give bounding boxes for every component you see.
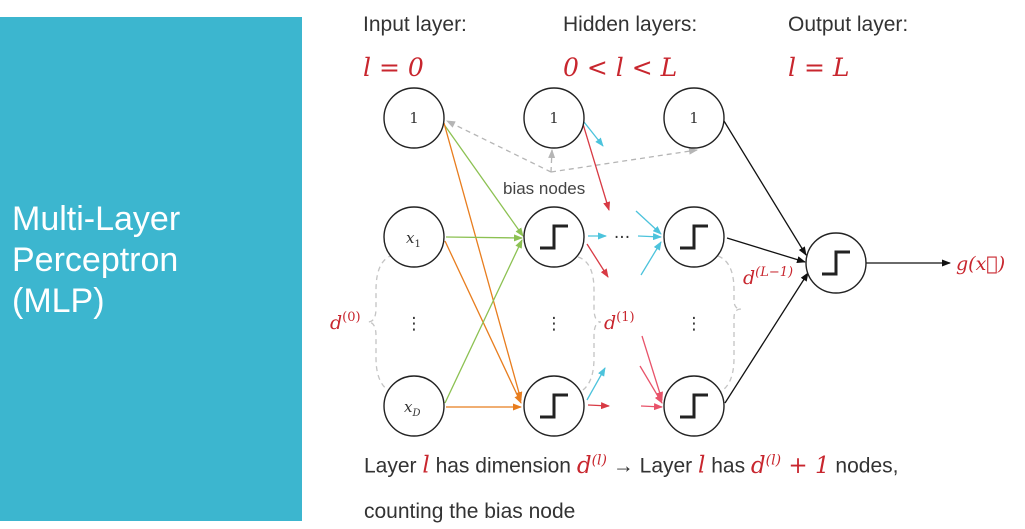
- slide-title-line-2: Perceptron: [12, 241, 179, 279]
- input-node-x1: [383, 206, 445, 268]
- step-function-icon: [680, 224, 708, 250]
- input-layer-header: Input layer:: [363, 13, 467, 36]
- bias-nodes-label: bias nodes: [503, 179, 585, 198]
- hidden1-vdots: ⋮: [546, 314, 563, 334]
- title-panel: [0, 17, 302, 521]
- caption-math-l: l: [422, 452, 430, 479]
- input-layer: 1 x1 ⋮ xD: [383, 87, 445, 437]
- input-layer-index: l = 0: [363, 53, 424, 82]
- hidden1-bias-node: [523, 87, 585, 149]
- caption-text: Layer: [364, 454, 423, 478]
- caption-line-2: counting the bias node: [364, 500, 576, 523]
- slide-title: Multi-Layer Perceptron (MLP): [12, 199, 302, 322]
- input-x1-label: x1: [406, 229, 421, 250]
- hidden-hdots: ···: [614, 228, 630, 248]
- step-function-icon: [680, 393, 708, 419]
- hidden-layer-1: 1 ⋮: [523, 87, 585, 437]
- input-vdots: ⋮: [406, 314, 423, 334]
- input-bias-label: 1: [409, 109, 419, 127]
- step-function-icon: [822, 250, 850, 276]
- step-function-icon: [540, 224, 568, 250]
- caption-text: → Layer: [606, 454, 699, 478]
- caption-math-l: l: [698, 452, 706, 479]
- output-layer: [805, 232, 867, 294]
- dim-d0-label: d(0): [330, 310, 361, 334]
- caption-line-1: Layer l has dimension d(l) → Layer l has…: [364, 452, 1024, 479]
- hidden-last-bias-label: 1: [689, 109, 699, 127]
- output-layer-header: Output layer:: [788, 13, 908, 36]
- hidden1-edges: [582, 121, 611, 410]
- input-xD-label: xD: [404, 398, 421, 419]
- input-edges: [442, 122, 524, 411]
- hidden-layers-header: Hidden layers:: [563, 13, 697, 36]
- caption-text: has dimension: [429, 454, 577, 478]
- hidden-last-incoming-edges: [635, 210, 663, 411]
- caption-math-d: d(l) + 1: [750, 452, 830, 479]
- caption-math-d: d(l): [576, 452, 607, 479]
- hidden1-bias-label: 1: [549, 109, 559, 127]
- output-function-label: g(x⃗): [956, 253, 1005, 275]
- dim-d1-label: d(1): [604, 310, 635, 334]
- caption-text: has: [705, 454, 751, 478]
- hidden-last-vdots: ⋮: [686, 314, 703, 334]
- slide-title-line-3: (MLP): [12, 282, 105, 320]
- layer-braces: [367, 254, 742, 394]
- hidden-last-bias-node: [663, 87, 725, 149]
- hidden-layers-index: 0 < l < L: [563, 53, 677, 82]
- input-node-xD: [383, 375, 445, 437]
- slide-title-line-1: Multi-Layer: [12, 200, 181, 238]
- input-bias-node: [383, 87, 445, 149]
- hidden-layer-last: 1 ⋮: [663, 87, 725, 437]
- dim-dL1-label: d(L−1): [743, 265, 793, 289]
- output-edges: [723, 120, 951, 404]
- output-layer-index: l = L: [788, 53, 849, 82]
- bias-connections: [446, 120, 698, 173]
- step-function-icon: [540, 393, 568, 419]
- caption-text: nodes,: [829, 454, 899, 478]
